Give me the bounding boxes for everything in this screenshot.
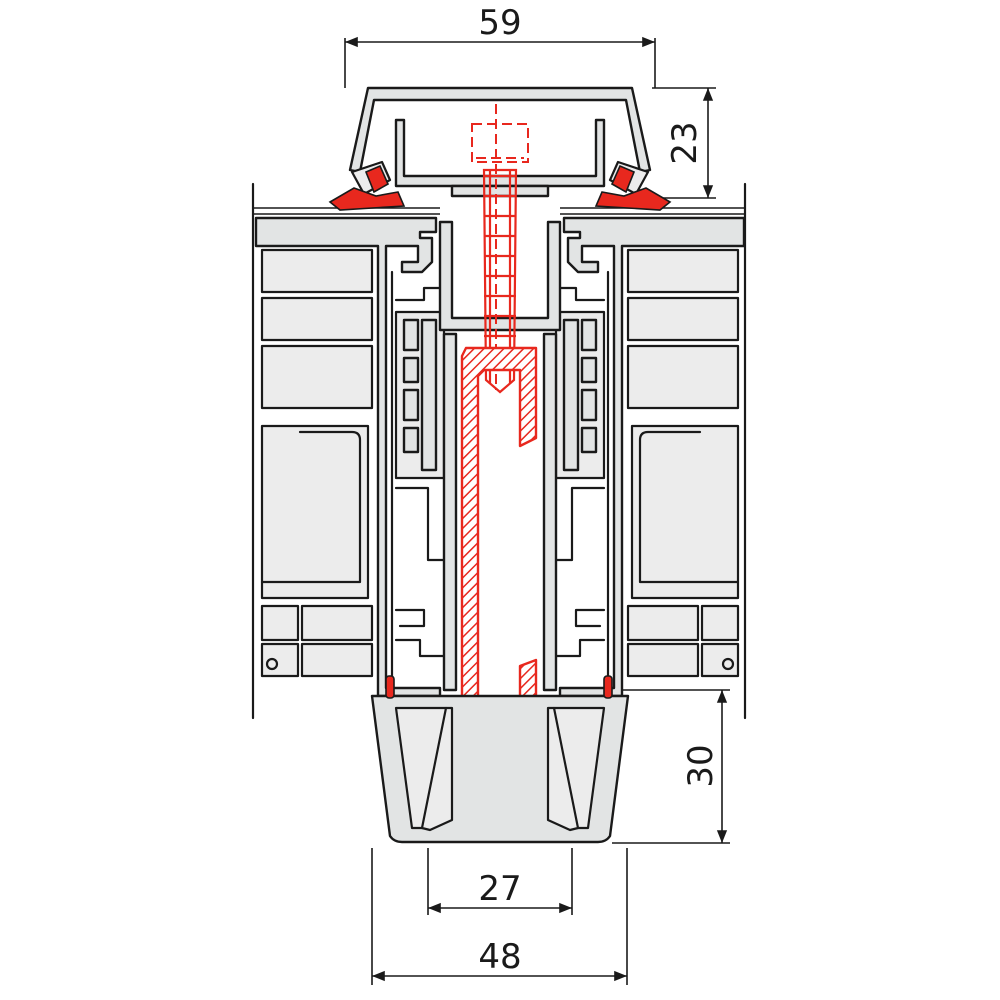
dimension-inner-width: 27	[427, 848, 573, 915]
left-hardware-block	[394, 310, 446, 480]
bottom-pressure-cap	[370, 694, 630, 844]
left-sash-profile	[254, 216, 446, 698]
dimension-label-outer-width: 48	[478, 937, 521, 977]
top-pressure-cap	[348, 86, 652, 198]
bottom-seals	[385, 675, 613, 699]
dimension-label-top-width: 59	[478, 3, 521, 43]
dimension-bottom-height: 30	[612, 689, 730, 844]
dimension-label-inner-width: 27	[478, 869, 521, 909]
top-left-gasket	[328, 164, 406, 211]
top-right-gasket	[594, 164, 672, 211]
dimension-label-top-height: 23	[665, 121, 705, 164]
dimension-label-bottom-height: 30	[681, 744, 721, 787]
mullion-body	[438, 220, 562, 692]
dimension-outer-width: 48	[371, 848, 628, 985]
dimension-top-width: 59	[344, 3, 656, 88]
dimension-top-height: 23	[652, 87, 716, 199]
right-sash-profile	[554, 216, 746, 698]
right-hardware-block	[554, 310, 606, 480]
sash-outer-edges	[251, 182, 747, 720]
